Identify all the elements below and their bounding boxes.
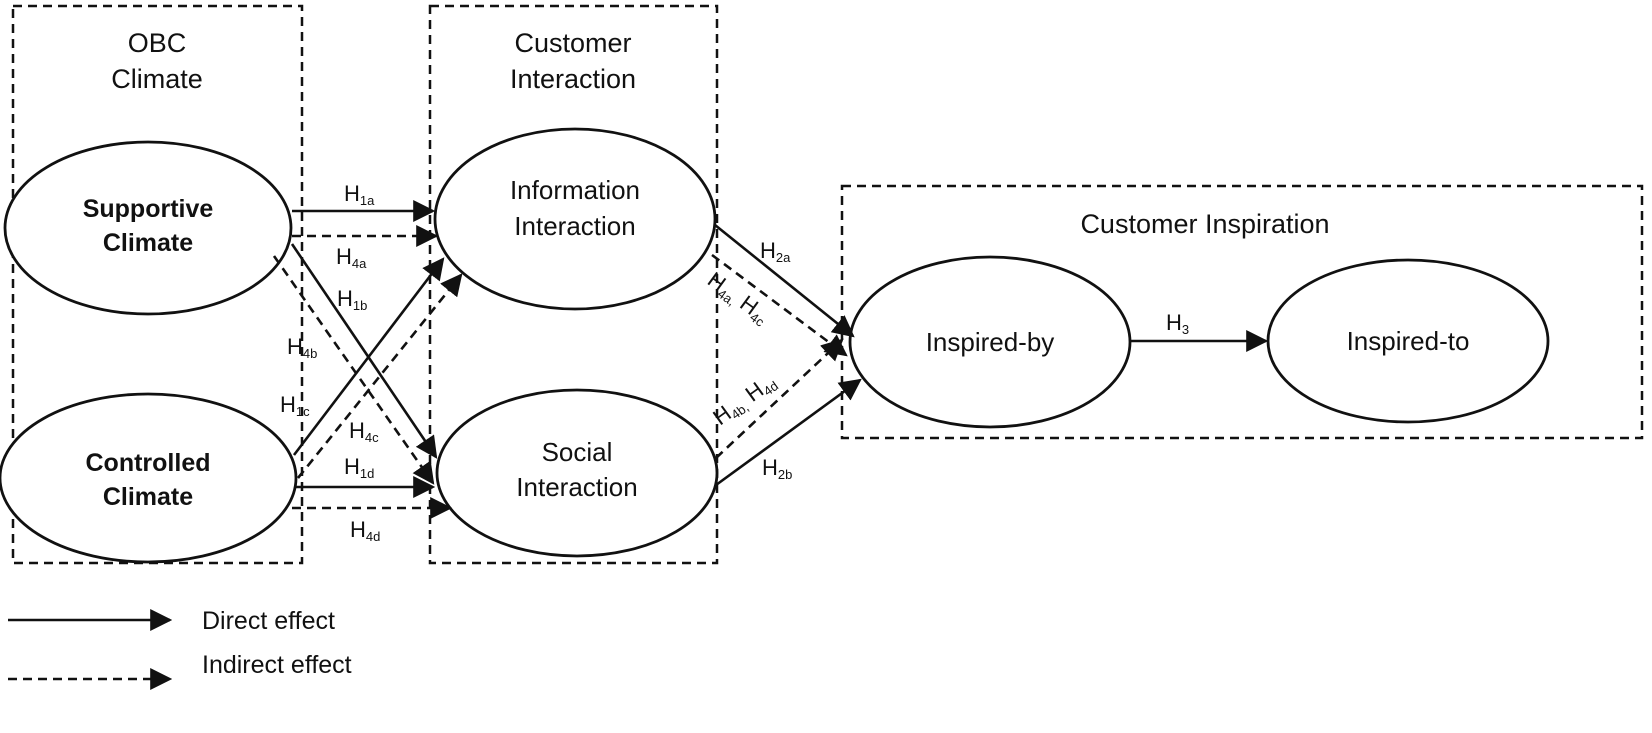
interaction-group-title-line2: Interaction (510, 64, 636, 94)
arrow-h2a (714, 223, 855, 338)
obc-group-title-line2: Climate (111, 64, 203, 94)
node-supportive-climate: Supportive Climate (3, 140, 293, 316)
customer-interaction-group: Customer Interaction (428, 4, 719, 565)
controlled-climate-line2: Climate (103, 483, 193, 511)
supportive-climate-line1: Supportive (83, 195, 214, 223)
interaction-group-title-line1: Customer (514, 28, 631, 58)
inspiration-group-title: Customer Inspiration (1080, 209, 1329, 239)
label-h4ac: H4a, H4c (702, 267, 775, 330)
social-interaction-line1: Social (542, 437, 613, 467)
label-h2b: H2b (762, 455, 792, 482)
node-social-interaction: Social Interaction (435, 388, 719, 558)
label-h4d: H4d (350, 517, 380, 544)
information-interaction-line2: Interaction (514, 211, 635, 241)
arrow-h4c (296, 273, 463, 479)
label-h4a: H4a (336, 244, 367, 271)
legend-direct-label: Direct effect (202, 607, 335, 635)
label-h1b: H1b (337, 286, 367, 313)
arrow-h1b (290, 243, 438, 459)
label-h4c: H4c (349, 418, 379, 445)
obc-group-title-line1: OBC (128, 28, 187, 58)
label-h3: H3 (1166, 310, 1189, 337)
arrow-h1c (292, 257, 445, 456)
node-information-interaction: Information Interaction (433, 127, 717, 311)
arrow-h4bd (715, 338, 844, 459)
information-interaction-line1: Information (510, 175, 640, 205)
controlled-climate-line1: Controlled (86, 449, 211, 477)
inspired-by-label: Inspired-by (926, 327, 1055, 357)
label-h4b: H4b (287, 334, 317, 361)
arrow-h2b (715, 378, 862, 487)
legend-indirect-label: Indirect effect (202, 651, 352, 679)
label-h4bd: H4b, H4d (708, 368, 781, 431)
legend: Direct effect Indirect effect (8, 607, 352, 690)
arrow-h4ac (711, 253, 848, 357)
node-inspired-by: Inspired-by (848, 255, 1132, 429)
supportive-climate-line2: Climate (103, 229, 193, 257)
arrow-h4b (272, 255, 435, 485)
node-inspired-to: Inspired-to (1266, 258, 1550, 424)
customer-inspiration-group: Customer Inspiration (840, 184, 1644, 440)
node-controlled-climate: Controlled Climate (0, 392, 298, 564)
label-h1d: H1d (344, 454, 374, 481)
inspired-to-label: Inspired-to (1347, 326, 1470, 356)
label-h1c: H1c (280, 392, 310, 419)
social-interaction-line2: Interaction (516, 472, 637, 502)
label-h2a: H2a (760, 238, 791, 265)
label-h1a: H1a (344, 181, 375, 208)
